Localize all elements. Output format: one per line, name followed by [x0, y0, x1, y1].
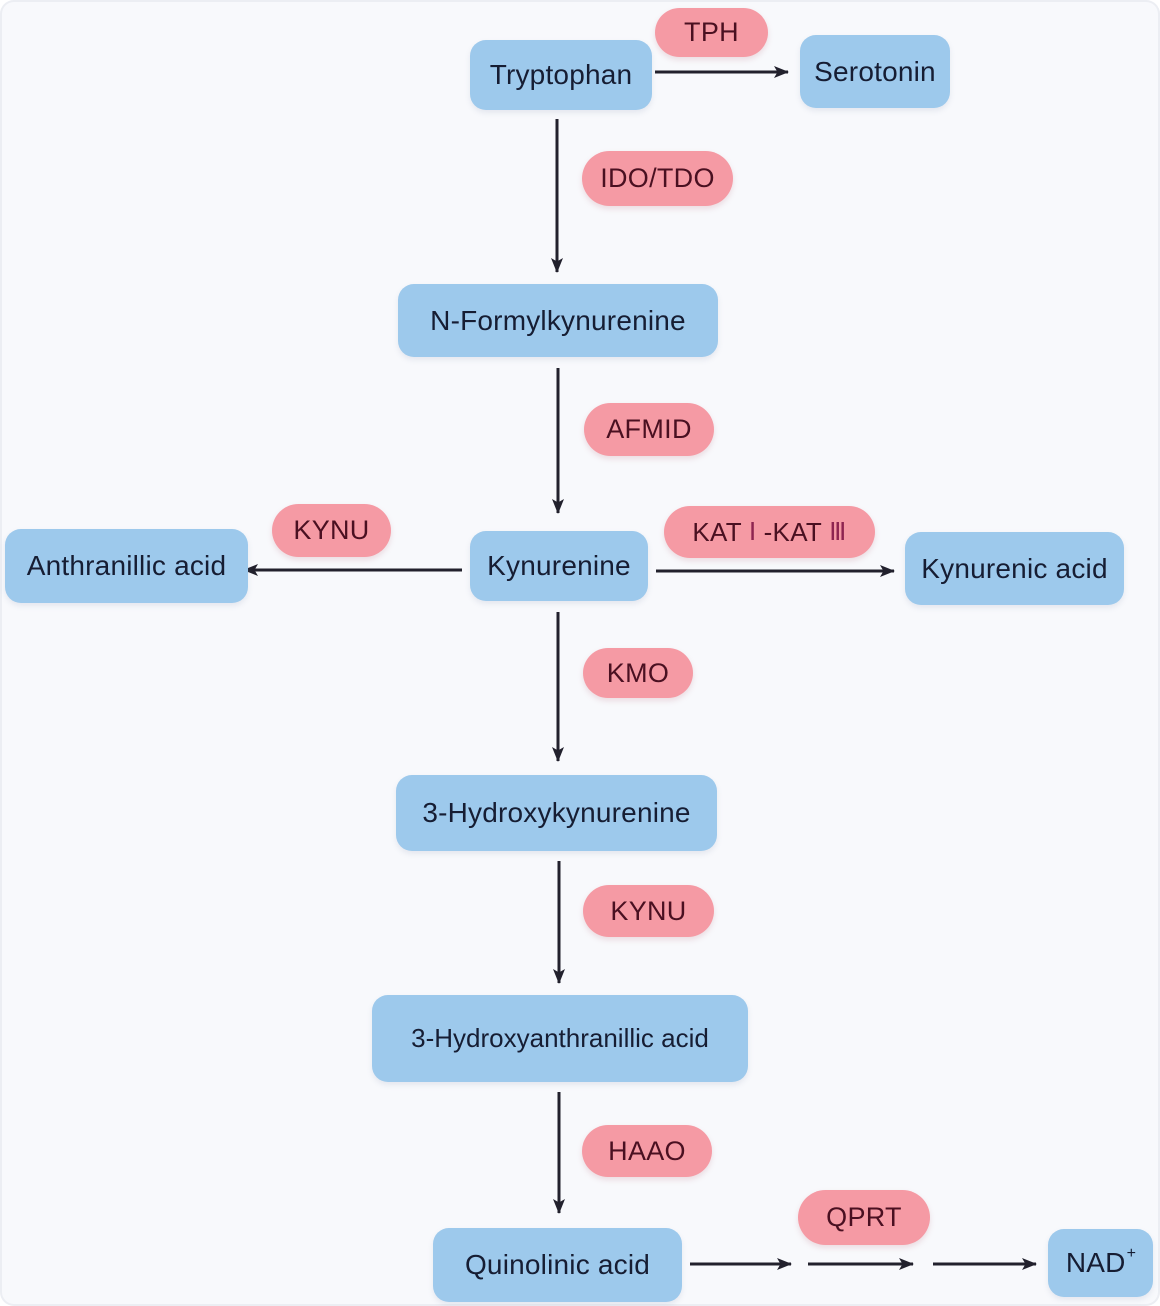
tryptophan-label: Tryptophan	[489, 59, 633, 90]
3-hydroxyanthranillic-acid-label: 3-Hydroxyanthranillic acid	[411, 1023, 709, 1053]
kat-numeral-1: Ⅰ	[748, 519, 757, 546]
enzyme-kynu-upper: KYNU	[272, 504, 391, 557]
kynu-lower-label: KYNU	[610, 895, 687, 926]
enzyme-kat-i-iii: KAT Ⅰ -KAT Ⅲ	[664, 506, 875, 558]
nad-label: NAD	[1065, 1247, 1126, 1278]
node-kynurenine: Kynurenine	[470, 531, 648, 601]
enzyme-tph: TPH	[655, 8, 768, 57]
serotonin-label: Serotonin	[814, 55, 936, 87]
node-n-formylkynurenine: N-Formylkynurenine	[398, 284, 718, 357]
kat-label-pre: KAT	[692, 516, 742, 547]
kynu-upper-label: KYNU	[293, 515, 370, 545]
n-formylkynurenine-label: N-Formylkynurenine	[430, 304, 686, 336]
kmo-label: KMO	[606, 657, 670, 688]
kat-label-mid: -KAT	[763, 516, 823, 547]
node-kynurenic-acid: Kynurenic acid	[905, 532, 1124, 605]
anthranillic-acid-label: Anthranillic acid	[26, 550, 227, 581]
kynurenine-label: Kynurenine	[487, 550, 631, 581]
enzyme-kynu-lower: KYNU	[583, 885, 714, 937]
node-nad: NAD+	[1048, 1229, 1153, 1297]
enzyme-kmo: KMO	[583, 648, 693, 698]
quinolinic-acid-label: Quinolinic acid	[464, 1249, 651, 1280]
enzyme-haao: HAAO	[582, 1125, 712, 1177]
tph-label: TPH	[684, 17, 739, 47]
node-quinolinic-acid: Quinolinic acid	[433, 1228, 682, 1302]
kynurenic-acid-label: Kynurenic acid	[921, 552, 1108, 584]
node-tryptophan: Tryptophan	[470, 40, 652, 110]
nad-superscript: +	[1126, 1245, 1137, 1262]
node-3-hydroxykynurenine: 3-Hydroxykynurenine	[396, 775, 717, 851]
afmid-label: AFMID	[606, 414, 692, 444]
ido-tdo-label: IDO/TDO	[600, 163, 715, 193]
enzyme-afmid: AFMID	[584, 403, 714, 456]
qprt-label: QPRT	[826, 1202, 902, 1232]
enzyme-qprt: QPRT	[798, 1190, 930, 1245]
node-anthranillic-acid: Anthranillic acid	[5, 529, 248, 603]
3-hydroxykynurenine-label: 3-Hydroxykynurenine	[422, 797, 691, 828]
haao-label: HAAO	[608, 1135, 686, 1166]
enzyme-ido-tdo: IDO/TDO	[582, 151, 733, 206]
node-3-hydroxyanthranillic-acid: 3-Hydroxyanthranillic acid	[372, 995, 748, 1082]
kat-numeral-3: Ⅲ	[829, 519, 847, 546]
node-serotonin: Serotonin	[800, 35, 950, 108]
